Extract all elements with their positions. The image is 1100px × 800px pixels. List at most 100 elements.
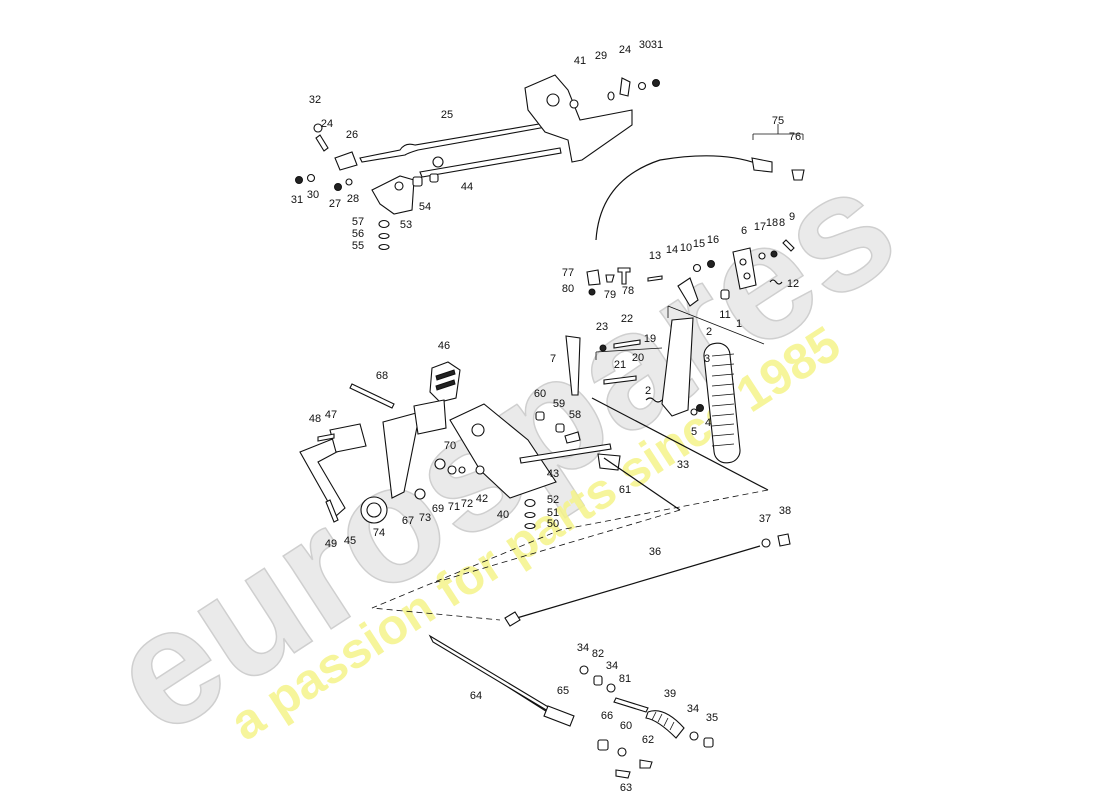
washer-30-left xyxy=(306,173,316,183)
callout-c18: 18 xyxy=(766,217,778,229)
rod-end-24-left xyxy=(315,134,329,152)
nut-23 xyxy=(599,344,607,352)
callout-c29: 29 xyxy=(595,50,607,62)
upper-linkage-assembly xyxy=(295,74,660,251)
callout-c64: 64 xyxy=(470,690,482,702)
nut-16 xyxy=(707,260,715,268)
nut-34-a xyxy=(579,665,589,675)
callout-c59: 59 xyxy=(553,398,565,410)
pedal-pad-46 xyxy=(429,361,461,403)
nut-60-lower xyxy=(617,747,627,757)
nut-34-c xyxy=(689,731,699,741)
clutch-pedal-pad xyxy=(329,423,367,453)
callout-c20: 20 xyxy=(632,352,644,364)
bolt-81 xyxy=(613,697,649,713)
cable-boot-76 xyxy=(791,169,805,181)
callout-c50: 50 xyxy=(547,518,559,530)
callout-c52: 52 xyxy=(547,494,559,506)
callout-c77: 77 xyxy=(562,267,574,279)
cable-33 xyxy=(591,397,769,491)
callout-c32: 32 xyxy=(309,94,321,106)
return-spring-74-inner xyxy=(366,502,382,518)
cable-36 xyxy=(509,545,761,621)
spring-12 xyxy=(769,279,783,285)
callout-c34b: 34 xyxy=(606,660,618,672)
bolt-22 xyxy=(613,339,641,349)
callout-c45: 45 xyxy=(344,535,356,547)
callout-c31b: 31 xyxy=(291,194,303,206)
boot-39-ribs xyxy=(651,711,675,731)
pedal-pad-ribs xyxy=(711,353,735,447)
pin-63 xyxy=(615,769,631,779)
bolt-78 xyxy=(617,267,631,285)
callout-c23: 23 xyxy=(596,321,608,333)
washer-55 xyxy=(378,243,390,251)
callout-c31a: 31 xyxy=(651,39,663,51)
callout-c56: 56 xyxy=(352,228,364,240)
callout-c28: 28 xyxy=(347,193,359,205)
group-brackets xyxy=(595,124,804,360)
callout-c3: 3 xyxy=(704,353,710,365)
callout-c30a: 30 xyxy=(639,39,651,51)
callout-c30b: 30 xyxy=(307,189,319,201)
bolt-38 xyxy=(777,533,791,547)
bushing-66 xyxy=(597,739,609,751)
callout-c54: 54 xyxy=(419,201,431,213)
pin-9 xyxy=(782,239,795,252)
bracket-41 xyxy=(524,74,633,163)
callout-c43: 43 xyxy=(547,468,559,480)
callout-c76: 76 xyxy=(789,131,801,143)
bracket-41-hole xyxy=(546,93,560,107)
nut-52 xyxy=(524,498,536,508)
callout-c25: 25 xyxy=(441,109,453,121)
clevis-26 xyxy=(334,151,358,171)
callout-c40: 40 xyxy=(497,509,509,521)
callout-c8: 8 xyxy=(779,217,785,229)
shaft-44 xyxy=(419,147,562,178)
throttle-cables xyxy=(371,397,791,722)
callout-c81: 81 xyxy=(619,673,631,685)
bushing-70 xyxy=(434,458,446,470)
pedal-hinge-plate-6 xyxy=(732,247,757,290)
callout-c55: 55 xyxy=(352,240,364,252)
callout-c63: 63 xyxy=(620,782,632,794)
bracket-41-hole-2 xyxy=(569,99,579,109)
callout-c2b: 2 xyxy=(645,385,651,397)
washer-50 xyxy=(524,522,536,530)
group-bracket-19 xyxy=(595,347,663,360)
callout-c71: 71 xyxy=(448,501,460,513)
callout-c82: 82 xyxy=(592,648,604,660)
callout-c19: 19 xyxy=(644,333,656,345)
nut-31-left xyxy=(295,176,303,184)
adjuster-65 xyxy=(543,705,575,727)
pedal-arm-2 xyxy=(661,317,694,417)
callout-c16: 16 xyxy=(707,234,719,246)
mount-plate-53 xyxy=(371,175,415,215)
callout-c11: 11 xyxy=(719,309,730,321)
brake-pedal-arm xyxy=(382,411,421,499)
accelerator-pedal-assembly xyxy=(535,239,795,464)
group-bracket-1-2 xyxy=(667,305,765,345)
pin-58 xyxy=(564,431,581,444)
callout-c35: 35 xyxy=(706,712,718,724)
bracket-40-hole xyxy=(471,423,485,437)
callout-c79: 79 xyxy=(604,289,616,301)
rod-end-32 xyxy=(313,123,323,133)
washer-29 xyxy=(607,91,615,101)
bolt-13 xyxy=(647,275,663,282)
callout-c57: 57 xyxy=(352,216,364,228)
nut-4 xyxy=(696,404,704,412)
nut-27 xyxy=(334,183,342,191)
callout-c38: 38 xyxy=(779,505,791,517)
callout-c72: 72 xyxy=(461,498,473,510)
callout-c61: 61 xyxy=(619,484,631,496)
callout-c24b: 24 xyxy=(619,44,631,56)
hinge-hole-b xyxy=(743,272,751,280)
callout-c4: 4 xyxy=(705,417,711,429)
hinge-hole-a xyxy=(739,258,747,266)
callout-c12: 12 xyxy=(787,278,799,290)
nut-57 xyxy=(378,219,390,229)
callout-c47: 47 xyxy=(325,409,337,421)
cable-route-leader xyxy=(371,489,769,621)
